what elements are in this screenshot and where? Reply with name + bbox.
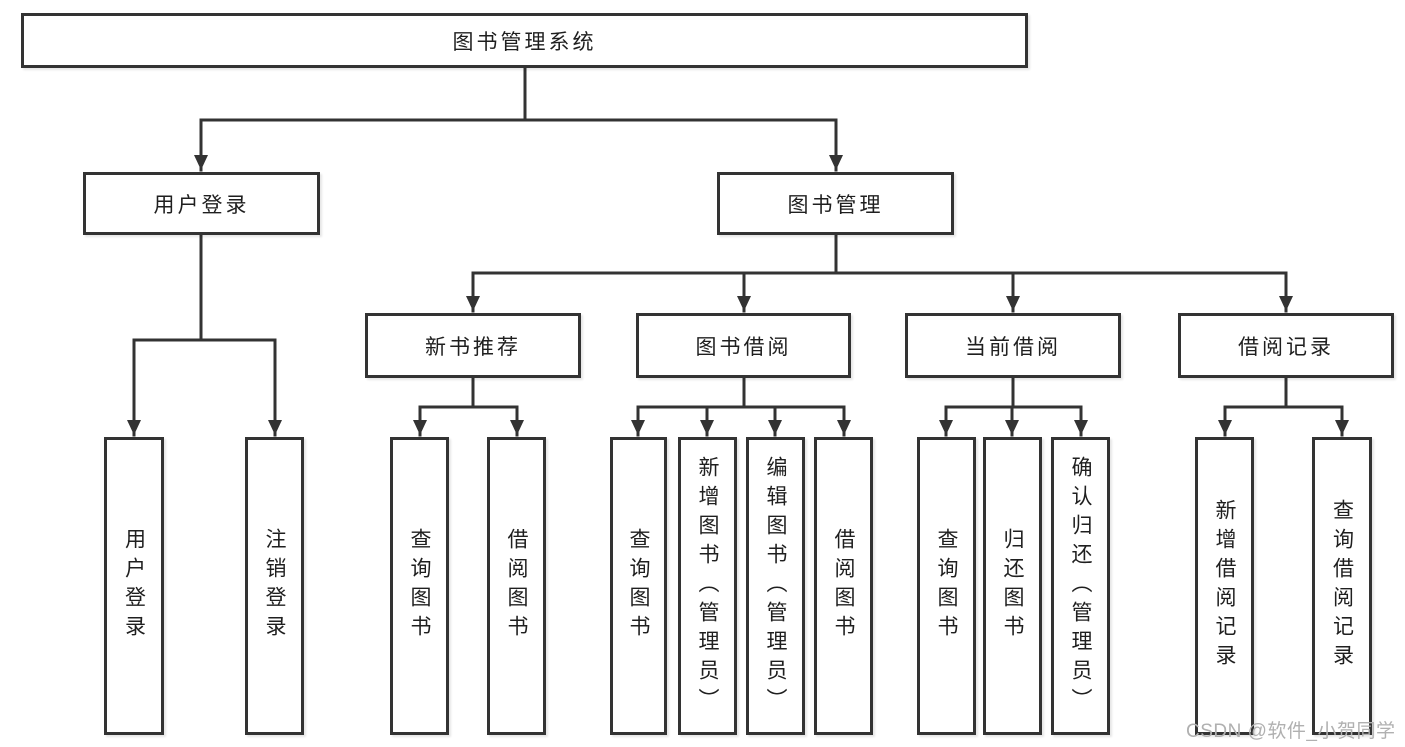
node-label: 图书管理系统 — [452, 30, 597, 54]
node-confirm-return-admin: 确认归还（管理员） — [1051, 437, 1110, 735]
node-label: 用户登录 — [153, 193, 250, 217]
node-label: 查询图书 — [935, 528, 958, 644]
node-label: 归还图书 — [1001, 528, 1024, 644]
node-logout-action: 注销登录 — [245, 437, 304, 735]
node-label: 查询图书 — [627, 528, 650, 644]
node-new-book-recommendation: 新书推荐 — [365, 313, 581, 378]
node-query-books-recommendation: 查询图书 — [390, 437, 449, 735]
node-return-books: 归还图书 — [983, 437, 1042, 735]
node-label: 查询图书 — [408, 528, 431, 644]
node-query-books-current: 查询图书 — [917, 437, 976, 735]
node-label: 新增图书（管理员） — [696, 455, 719, 717]
node-label: 确认归还（管理员） — [1069, 455, 1092, 717]
node-label: 借阅图书 — [505, 528, 528, 644]
node-book-borrowing: 图书借阅 — [636, 313, 851, 378]
connector-book-borrowing-to-leaves — [631, 376, 851, 437]
node-label: 借阅记录 — [1238, 335, 1334, 359]
connector-root-to-level1 — [194, 66, 843, 172]
node-label: 当前借阅 — [965, 335, 1061, 359]
node-label: 编辑图书（管理员） — [764, 455, 787, 717]
node-borrow-books-recommendation: 借阅图书 — [487, 437, 546, 735]
node-library-management-system: 图书管理系统 — [21, 13, 1028, 68]
node-user-login: 用户登录 — [83, 172, 320, 235]
node-query-books-borrowing: 查询图书 — [610, 437, 667, 735]
node-borrow-books: 借阅图书 — [814, 437, 873, 735]
connector-current-borrowing-to-leaves — [939, 376, 1088, 437]
connector-book-management-to-level2 — [466, 233, 1293, 313]
connector-new-book-recommendation-to-leaves — [413, 376, 524, 437]
connector-user-login-to-leaves — [127, 233, 282, 437]
node-add-borrowing-record: 新增借阅记录 — [1195, 437, 1254, 735]
node-label: 图书管理 — [787, 193, 884, 217]
node-current-borrowing: 当前借阅 — [905, 313, 1121, 378]
node-borrowing-records: 借阅记录 — [1178, 313, 1394, 378]
node-label: 注销登录 — [263, 528, 286, 644]
connector-borrowing-records-to-leaves — [1218, 376, 1349, 437]
node-label: 新增借阅记录 — [1213, 499, 1236, 673]
node-label: 查询借阅记录 — [1330, 499, 1354, 673]
node-label: 图书借阅 — [695, 335, 792, 359]
watermark: CSDN @软件_小贺同学 — [1186, 721, 1396, 742]
node-label: 借阅图书 — [832, 528, 855, 644]
node-book-management: 图书管理 — [717, 172, 954, 235]
node-query-borrowing-record: 查询借阅记录 — [1312, 437, 1372, 735]
node-label: 新书推荐 — [425, 335, 521, 359]
node-user-login-action: 用户登录 — [104, 437, 164, 735]
node-label: 用户登录 — [122, 528, 146, 644]
node-edit-books-admin: 编辑图书（管理员） — [746, 437, 805, 735]
node-add-books-admin: 新增图书（管理员） — [678, 437, 737, 735]
